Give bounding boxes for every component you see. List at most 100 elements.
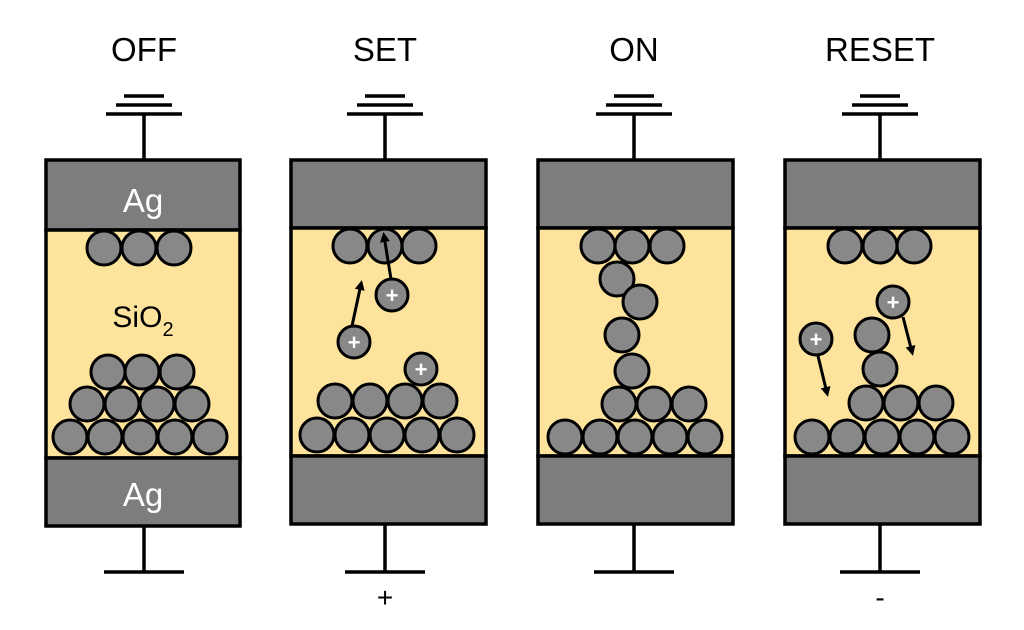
ag-atom: [581, 418, 619, 456]
bottom-electrode: [536, 454, 735, 526]
bottom-electrode-label: Ag: [123, 476, 163, 513]
ground-symbol-bottom: [594, 524, 674, 574]
ag-atom: [121, 418, 159, 456]
top-electrode: [536, 158, 735, 230]
ag-atom: [438, 416, 476, 454]
ag-atom: [85, 229, 123, 267]
ag-atom: [882, 384, 920, 422]
ion-sign: +: [887, 290, 900, 315]
ag-ions: + +: [798, 284, 911, 357]
ag-atom: [895, 227, 933, 265]
ag-atom: [89, 353, 127, 391]
ag-atom: [351, 382, 389, 420]
ground-symbol-top: [347, 94, 423, 160]
ground-symbol-bottom: [104, 526, 184, 574]
ion-sign: +: [386, 283, 399, 308]
ag-ion: +: [403, 351, 439, 387]
bottom-electrode: [289, 454, 488, 526]
ag-atom: [603, 316, 641, 354]
ag-atom: [386, 382, 424, 420]
ground-symbol-bottom: [345, 524, 425, 574]
ag-atom: [123, 353, 161, 391]
ag-atom: [621, 283, 659, 321]
panel-title: RESET: [825, 31, 935, 68]
ag-atom: [853, 316, 891, 354]
ag-atom: [331, 227, 369, 265]
ag-atom: [861, 227, 899, 265]
ag-atom: [635, 385, 673, 423]
ag-atom: [333, 416, 371, 454]
top-electrode: [44, 158, 242, 232]
ag-atom: [613, 352, 651, 390]
ag-atom: [847, 384, 885, 422]
panel-off: OFF Ag SiO2 Ag: [44, 31, 242, 574]
ag-atom: [616, 418, 654, 456]
ag-atom: [191, 418, 229, 456]
ag-atom: [156, 418, 194, 456]
panel-set: SET +: [289, 31, 488, 613]
arrow: [350, 280, 365, 327]
ag-ion: +: [374, 277, 410, 313]
atoms: [793, 227, 971, 456]
ion-sign: +: [348, 330, 361, 355]
ag-atom: [368, 416, 406, 454]
top-electrode: [783, 158, 982, 230]
polarity-label: +: [377, 582, 393, 613]
top-electrode-label: Ag: [123, 182, 163, 219]
ag-atom: [68, 385, 106, 423]
atoms: [51, 229, 229, 456]
ag-atom: [613, 227, 651, 265]
ag-atom: [933, 418, 971, 456]
ion-sign: +: [810, 327, 823, 352]
ag-atom: [686, 418, 724, 456]
ag-atom: [600, 385, 638, 423]
ag-atom: [793, 418, 831, 456]
top-electrode: [289, 158, 488, 230]
ag-atom: [138, 385, 176, 423]
panel-title: SET: [353, 31, 417, 68]
ag-atom: [579, 227, 617, 265]
ag-atom: [173, 385, 211, 423]
ag-atom: [86, 418, 124, 456]
ag-atom: [828, 418, 866, 456]
arrow: [901, 316, 916, 356]
arrow: [380, 232, 393, 280]
drift-arrows: [816, 316, 916, 397]
ag-atom: [670, 385, 708, 423]
conductive-filament: [546, 227, 724, 456]
ag-atom: [546, 418, 584, 456]
ag-atom: [898, 418, 936, 456]
ag-atom: [158, 353, 196, 391]
ion-sign: +: [415, 357, 428, 382]
ground-symbol-top: [596, 94, 672, 160]
ag-ion: +: [875, 284, 911, 320]
ground-symbol-top: [842, 94, 918, 160]
drift-arrows: [350, 232, 393, 327]
ag-ion: +: [798, 321, 834, 357]
ag-ion: +: [336, 324, 372, 360]
ag-atom: [826, 227, 864, 265]
ag-atom: [421, 382, 459, 420]
panel-title: ON: [609, 31, 659, 68]
ag-atom: [863, 418, 901, 456]
ag-atom: [598, 260, 636, 298]
ag-atom: [120, 229, 158, 267]
ag-atom: [316, 382, 354, 420]
ag-atom: [917, 384, 955, 422]
ag-atom: [651, 418, 689, 456]
ag-atom: [103, 385, 141, 423]
ag-atom: [400, 227, 438, 265]
ground-symbol-bottom: [840, 524, 920, 574]
arrow: [816, 355, 831, 397]
panel-on: ON: [536, 31, 735, 574]
polarity-label: -: [875, 582, 884, 613]
ag-atom: [861, 350, 899, 388]
ag-atom: [51, 418, 89, 456]
ag-atom: [403, 416, 441, 454]
bottom-electrode: [783, 454, 982, 526]
ag-atom: [298, 416, 336, 454]
atoms: [298, 227, 476, 454]
panel-title: OFF: [111, 31, 177, 68]
